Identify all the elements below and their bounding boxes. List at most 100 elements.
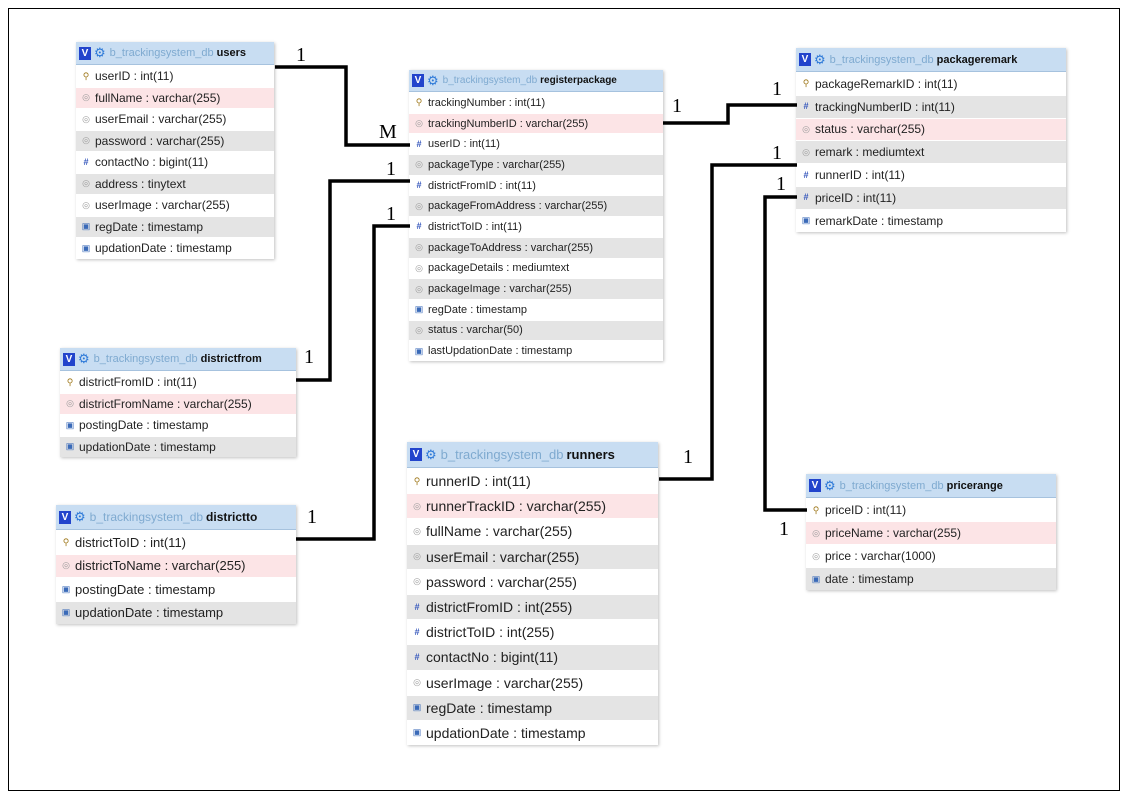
gear-icon[interactable]: ⚙: [94, 45, 106, 60]
column-row[interactable]: ◎password : varchar(255): [76, 129, 274, 151]
column-label: updationDate : timestamp: [95, 241, 232, 256]
column-label: remark : mediumtext: [815, 145, 925, 160]
gear-icon[interactable]: ⚙: [824, 477, 836, 493]
int-icon: #: [414, 626, 420, 637]
column-row[interactable]: ▣lastUpdationDate : timestamp: [409, 340, 663, 361]
column-row[interactable]: ◎packageFromAddress : varchar(255): [409, 195, 663, 217]
column-row[interactable]: ▣updationDate : timestamp: [76, 237, 274, 259]
text-icon: ◎: [415, 200, 423, 211]
key-icon: ⚲: [812, 504, 820, 515]
text-icon: ◎: [66, 398, 74, 409]
column-row[interactable]: ▣regDate : timestamp: [76, 215, 274, 237]
gear-icon[interactable]: ⚙: [425, 446, 437, 462]
column-row[interactable]: ⚲districtFromID : int(11): [60, 371, 296, 393]
text-icon: ◎: [413, 677, 421, 688]
column-row[interactable]: ⚲userID : int(11): [76, 65, 274, 87]
column-row[interactable]: ◎packageImage : varchar(255): [409, 278, 663, 299]
collapse-toggle-icon[interactable]: V: [59, 510, 71, 524]
column-row[interactable]: ◎districtFromName : varchar(255): [60, 392, 296, 414]
column-row[interactable]: #trackingNumberID : int(11): [796, 94, 1066, 118]
column-row[interactable]: ⚲priceID : int(11): [806, 498, 1056, 521]
column-row[interactable]: ◎packageDetails : mediumtext: [409, 257, 663, 279]
column-row[interactable]: ▣updationDate : timestamp: [407, 719, 658, 745]
gear-icon[interactable]: ⚙: [78, 351, 90, 366]
column-label: userEmail : varchar(255): [426, 548, 580, 565]
column-row[interactable]: ▣postingDate : timestamp: [60, 414, 296, 436]
column-row[interactable]: ◎status : varchar(255): [796, 117, 1066, 141]
column-row[interactable]: ◎status : varchar(50): [409, 319, 663, 341]
column-row[interactable]: ◎packageToAddress : varchar(255): [409, 236, 663, 258]
column-row[interactable]: #userID : int(11): [409, 133, 663, 154]
column-row[interactable]: ◎packageType : varchar(255): [409, 154, 663, 175]
column-row[interactable]: #contactNo : bigint(11): [76, 151, 274, 173]
column-row[interactable]: ◎userImage : varchar(255): [407, 669, 658, 695]
column-row[interactable]: ◎address : tinytext: [76, 172, 274, 194]
column-row[interactable]: ▣remarkDate : timestamp: [796, 208, 1066, 232]
column-row[interactable]: #districtFromID : int(255): [407, 593, 658, 620]
column-row[interactable]: ◎price : varchar(1000): [806, 544, 1056, 567]
column-row[interactable]: ◎districtToName : varchar(255): [56, 553, 296, 577]
collapse-toggle-icon[interactable]: V: [799, 53, 811, 66]
int-icon: #: [416, 221, 422, 232]
column-row[interactable]: ◎userEmail : varchar(255): [407, 543, 658, 569]
database-name: b_trackingsystem_db: [440, 447, 564, 462]
gear-icon[interactable]: ⚙: [74, 509, 86, 524]
column-row[interactable]: ▣postingDate : timestamp: [56, 577, 296, 601]
collapse-toggle-icon[interactable]: V: [809, 479, 821, 492]
column-row[interactable]: ◎password : varchar(255): [407, 568, 658, 594]
int-icon: #: [416, 180, 422, 191]
collapse-toggle-icon[interactable]: V: [79, 46, 91, 60]
column-row[interactable]: #districtToID : int(255): [407, 619, 658, 644]
database-name: b_trackingsystem_db: [839, 479, 944, 492]
column-row[interactable]: #districtToID : int(11): [409, 216, 663, 237]
column-row[interactable]: ⚲runnerID : int(11): [407, 468, 658, 493]
column-row[interactable]: ◎priceName : varchar(255): [806, 521, 1056, 544]
column-row[interactable]: ◎runnerTrackID : varchar(255): [407, 493, 658, 519]
collapse-toggle-icon[interactable]: V: [412, 74, 424, 87]
column-label: address : tinytext: [95, 176, 186, 191]
collapse-toggle-icon[interactable]: V: [63, 352, 75, 366]
column-row[interactable]: ◎remark : mediumtext: [796, 140, 1066, 164]
column-row[interactable]: ⚲packageRemarkID : int(11): [796, 72, 1066, 95]
column-label: updationDate : timestamp: [79, 439, 216, 454]
column-row[interactable]: ◎trackingNumberID : varchar(255): [409, 112, 663, 134]
gear-icon[interactable]: ⚙: [814, 51, 826, 67]
column-row[interactable]: ▣regDate : timestamp: [409, 298, 663, 320]
column-row[interactable]: ▣updationDate : timestamp: [56, 600, 296, 624]
column-row[interactable]: #priceID : int(11): [796, 185, 1066, 209]
collapse-toggle-icon[interactable]: V: [410, 448, 422, 461]
column-row[interactable]: ◎fullName : varchar(255): [76, 86, 274, 108]
column-row[interactable]: #runnerID : int(11): [796, 163, 1066, 186]
column-row[interactable]: ⚲districtToID : int(11): [56, 530, 296, 554]
column-row[interactable]: ▣updationDate : timestamp: [60, 435, 296, 457]
column-row[interactable]: ▣date : timestamp: [806, 567, 1056, 590]
date-icon: ▣: [811, 573, 821, 584]
column-row[interactable]: #contactNo : bigint(11): [407, 644, 658, 670]
column-label: userID : int(11): [428, 138, 500, 151]
column-label: regDate : timestamp: [426, 699, 553, 716]
column-row[interactable]: ◎userEmail : varchar(255): [76, 108, 274, 130]
column-row[interactable]: ◎fullName : varchar(255): [407, 518, 658, 543]
text-icon: ◎: [82, 135, 90, 146]
column-row[interactable]: ◎userImage : varchar(255): [76, 194, 274, 216]
date-icon: ▣: [65, 419, 75, 430]
column-row[interactable]: ▣regDate : timestamp: [407, 694, 658, 720]
column-label: trackingNumberID : varchar(255): [428, 117, 589, 130]
column-row[interactable]: #districtFromID : int(11): [409, 174, 663, 196]
column-row[interactable]: ⚲trackingNumber : int(11): [409, 92, 663, 113]
gear-icon[interactable]: ⚙: [427, 72, 439, 88]
